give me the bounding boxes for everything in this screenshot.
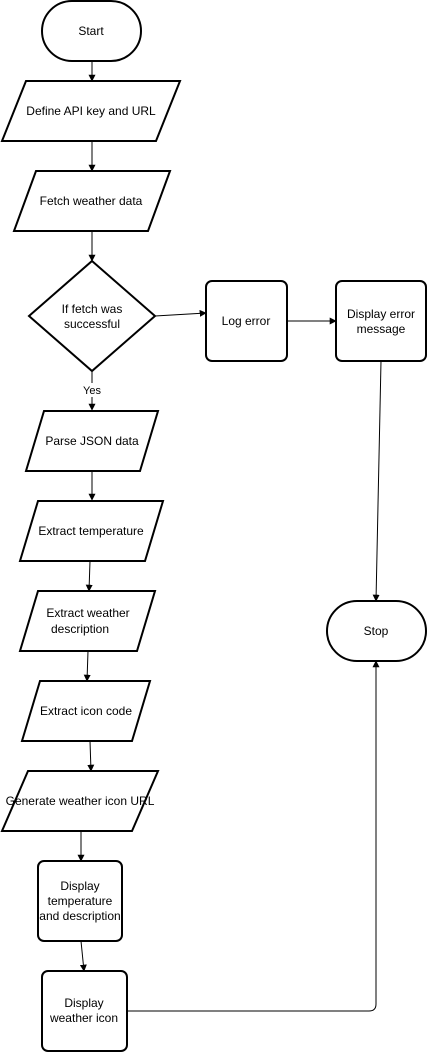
start-label: Start bbox=[78, 24, 104, 38]
edge-decision-log bbox=[154, 309, 207, 317]
extract-desc-label-line2: description bbox=[51, 622, 109, 636]
display-icon-label-line2: weather icon bbox=[49, 1011, 118, 1025]
decision-label-line1: If fetch was bbox=[62, 302, 123, 316]
log-error-node: Log error bbox=[205, 280, 288, 362]
extract-temp-label: Extract temperature bbox=[38, 524, 144, 538]
start-node: Start bbox=[41, 0, 142, 62]
display-error-node: Display error message bbox=[335, 280, 427, 362]
decision-node: If fetch was successful bbox=[27, 259, 157, 373]
edge-display-icon-stop bbox=[127, 660, 380, 1012]
edge-desc-icon bbox=[83, 650, 91, 682]
yes-label: Yes bbox=[83, 385, 101, 397]
parse-label: Parse JSON data bbox=[45, 434, 139, 448]
extract-desc-label-line1: Extract weather bbox=[46, 606, 129, 620]
extract-icon-label: Extract icon code bbox=[40, 704, 132, 718]
stop-label: Stop bbox=[364, 624, 389, 638]
display-error-label-line2: message bbox=[357, 322, 406, 336]
fetch-node: Fetch weather data bbox=[12, 170, 172, 232]
display-temp-label-line2: temperature bbox=[48, 894, 113, 908]
display-icon-label-line1: Display bbox=[64, 996, 103, 1010]
fetch-label: Fetch weather data bbox=[40, 194, 143, 208]
stop-node: Stop bbox=[326, 600, 427, 662]
edge-icon-genurl bbox=[87, 740, 95, 772]
parse-node: Parse JSON data bbox=[24, 410, 160, 472]
yes-label-bg bbox=[80, 383, 104, 397]
gen-url-node: Generate weather icon URL bbox=[0, 770, 160, 832]
connectors bbox=[77, 61, 382, 1012]
gen-url-label: Generate weather icon URL bbox=[6, 794, 155, 808]
extract-desc-node: Extract weather description bbox=[18, 590, 157, 652]
decision-label-line2: successful bbox=[64, 317, 120, 331]
display-temp-label-line1: Display bbox=[60, 879, 99, 893]
extract-temp-node: Extract temperature bbox=[18, 500, 165, 562]
display-error-label-line1: Display error bbox=[347, 307, 415, 321]
display-icon-node: Display weather icon bbox=[41, 970, 128, 1052]
edge-extract-temp-desc bbox=[85, 560, 93, 592]
log-error-label: Log error bbox=[222, 314, 271, 328]
display-temp-label-line3: and description bbox=[39, 909, 120, 923]
define-api-node: Define API key and URL bbox=[0, 80, 182, 142]
edge-display-error-stop bbox=[372, 360, 382, 602]
extract-icon-node: Extract icon code bbox=[20, 680, 152, 742]
define-api-label: Define API key and URL bbox=[26, 104, 156, 118]
display-temp-node: Display temperature and description bbox=[37, 860, 123, 942]
edge-display-temp-icon bbox=[79, 940, 87, 972]
